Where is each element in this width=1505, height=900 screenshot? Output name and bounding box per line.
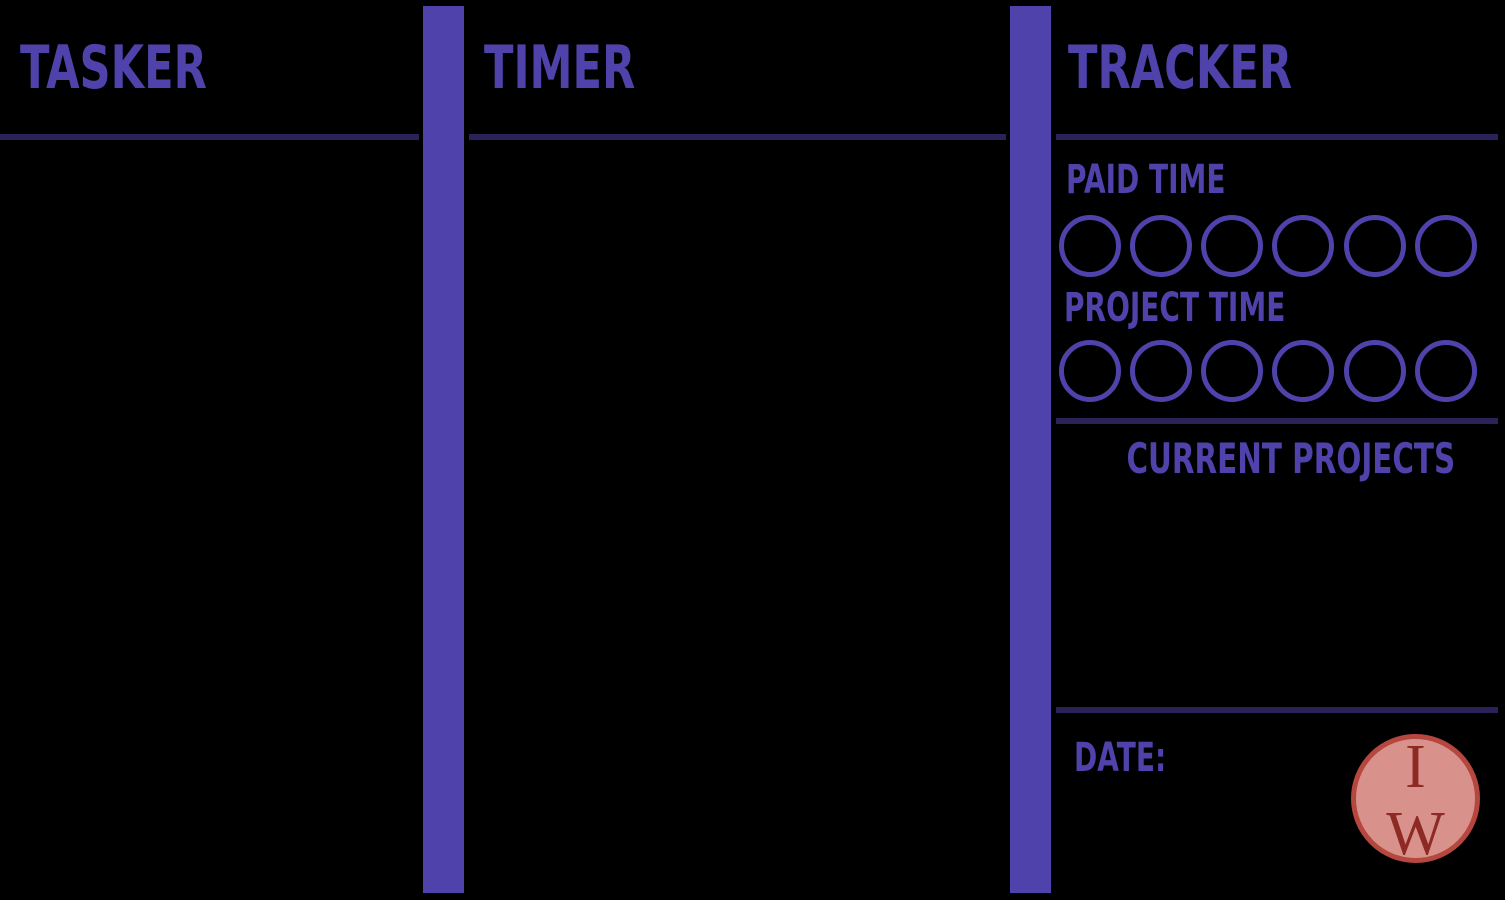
paid-time-bubble-3[interactable] (1201, 215, 1263, 277)
logo-letter-bottom: W (1386, 800, 1445, 864)
project-time-bubble-2[interactable] (1130, 340, 1192, 402)
paid-time-bubble-4[interactable] (1272, 215, 1334, 277)
tasker-title: TASKER (20, 33, 207, 103)
logo-ring (1351, 734, 1480, 863)
timer-title: TIMER (484, 33, 636, 103)
date-label: DATE: (1074, 735, 1167, 781)
tracker-title: TRACKER (1068, 33, 1293, 103)
paid-time-bubbles (1059, 215, 1479, 277)
column-divider-right (1010, 6, 1051, 893)
project-time-bubble-5[interactable] (1344, 340, 1406, 402)
current-projects-text: CURRENT PROJECTS (1126, 434, 1456, 483)
tracker-date-rule (1056, 707, 1498, 713)
tracker-mid-rule (1056, 418, 1498, 424)
project-time-bubbles (1059, 340, 1479, 402)
paid-time-bubble-1[interactable] (1059, 215, 1121, 277)
tasker-header-rule (0, 134, 419, 140)
project-time-bubble-1[interactable] (1059, 340, 1121, 402)
project-time-label: PROJECT TIME (1064, 285, 1286, 331)
timer-header-rule (469, 134, 1006, 140)
column-divider-left (423, 6, 464, 893)
paid-time-bubble-5[interactable] (1344, 215, 1406, 277)
paid-time-label: PAID TIME (1066, 157, 1226, 203)
paid-time-bubble-2[interactable] (1130, 215, 1192, 277)
project-time-bubble-6[interactable] (1415, 340, 1477, 402)
iw-monogram-seal-icon: I W (1351, 733, 1480, 864)
project-time-bubble-4[interactable] (1272, 340, 1334, 402)
paid-time-bubble-6[interactable] (1415, 215, 1477, 277)
tracker-header-rule (1056, 134, 1498, 140)
logo-letter-top: I (1405, 733, 1426, 801)
current-projects-label: CURRENT PROJECTS (1056, 432, 1498, 486)
project-time-bubble-3[interactable] (1201, 340, 1263, 402)
